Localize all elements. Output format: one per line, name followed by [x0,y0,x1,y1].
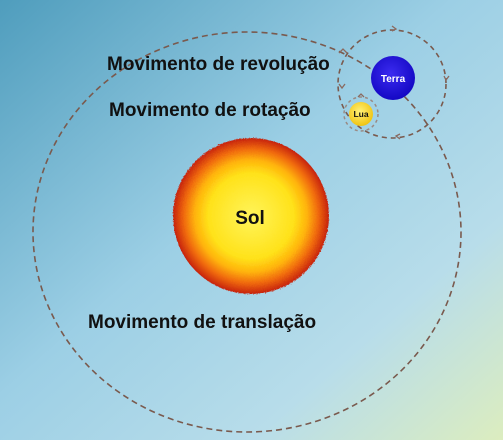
orbit-arrows [338,25,450,140]
rotation-orbit [343,96,379,132]
earth [371,56,415,100]
arrow-3 [443,75,450,82]
translation-label: Movimento de translação [88,312,316,333]
arrow-1 [338,48,348,54]
sun-label: Sol [235,208,265,229]
translation-orbit [32,31,462,433]
arrow-2 [391,25,398,32]
arrow-4 [394,133,401,140]
moon-label: Lua [353,109,368,119]
revolution-label: Movimento de revolução [107,54,330,75]
arrow-6 [357,93,365,98]
rotation-label: Movimento de rotação [109,100,311,121]
earth-label: Terra [381,74,406,85]
revolution-orbit [337,29,447,139]
arrow-5 [338,83,346,90]
moon [349,102,373,126]
sun [173,138,329,294]
